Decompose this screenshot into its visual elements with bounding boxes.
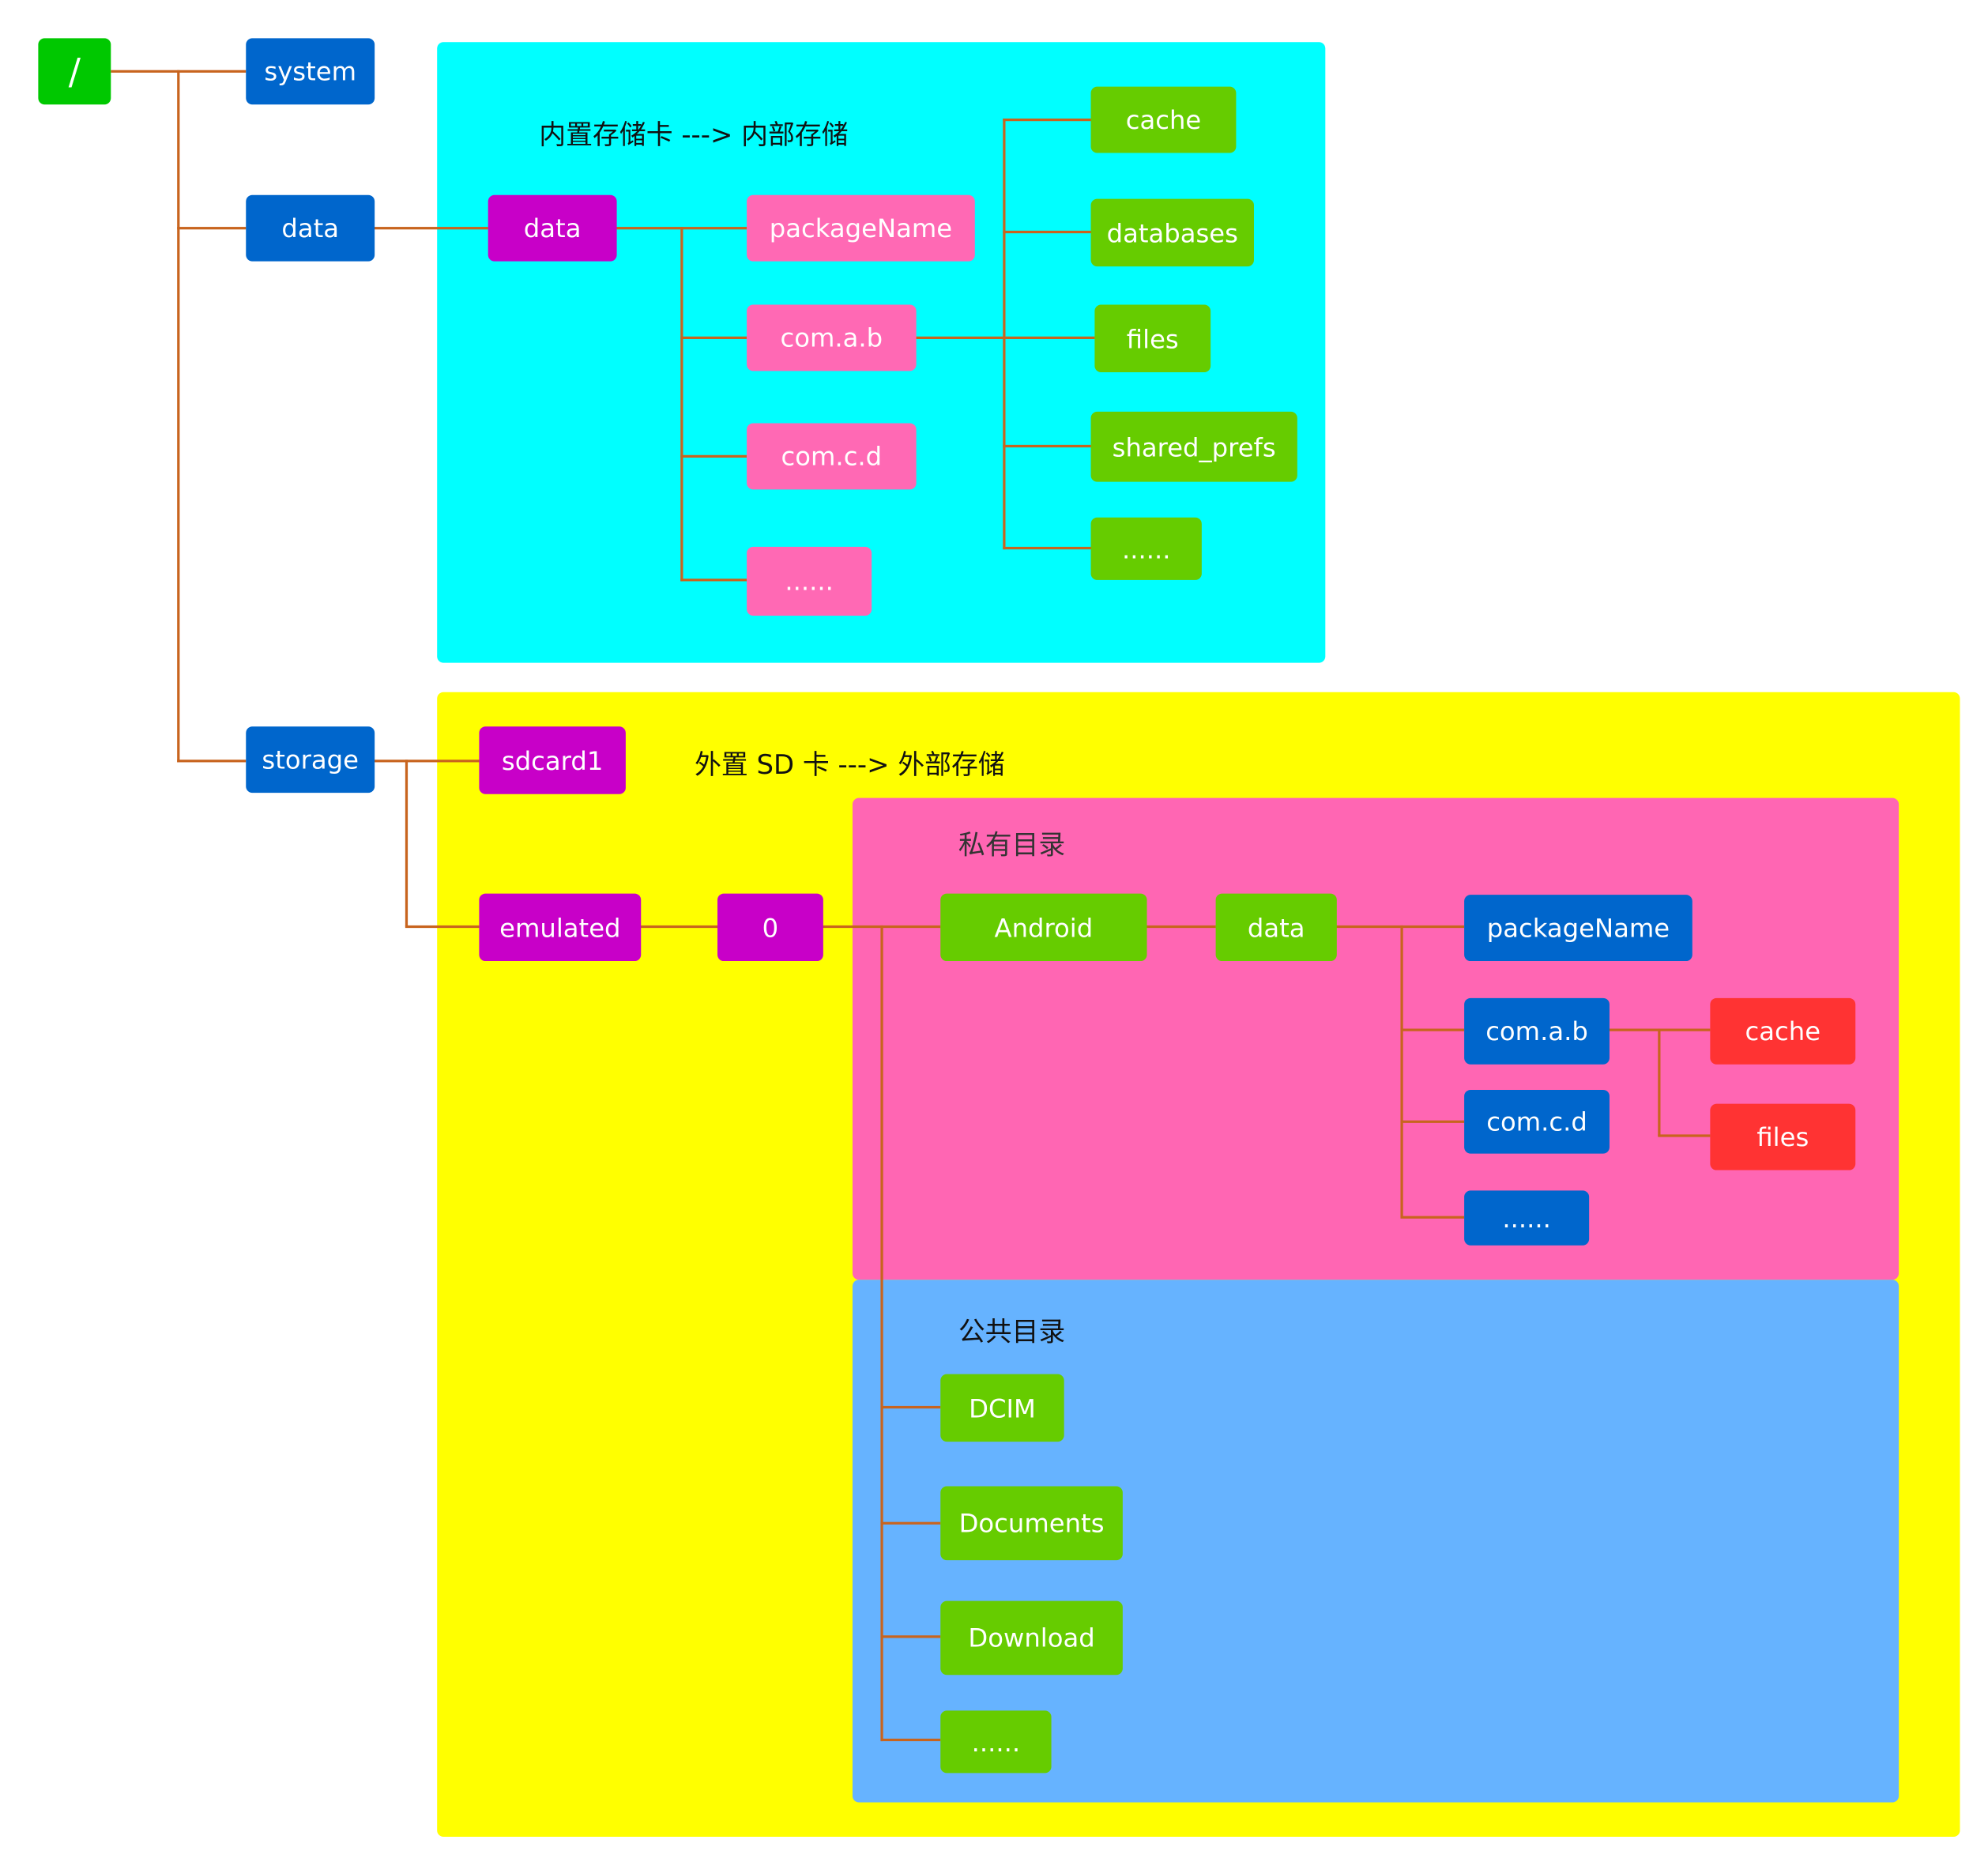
internal-package-node[interactable]: ...... xyxy=(747,546,872,616)
connector xyxy=(1003,546,1093,550)
emulated-node[interactable]: emulated xyxy=(479,893,642,962)
connector xyxy=(1003,230,1093,234)
connector xyxy=(373,227,488,230)
internal-storage-title: 内置存储卡 ---> 内部存储 xyxy=(539,119,849,151)
internal-appdir-node[interactable]: cache xyxy=(1090,86,1237,153)
sdcard1-node[interactable]: sdcard1 xyxy=(479,726,626,794)
connector xyxy=(680,579,747,582)
connector xyxy=(177,227,247,230)
internal-appdir-node[interactable]: ...... xyxy=(1090,517,1202,580)
connector xyxy=(1003,118,1006,550)
external-package-node[interactable]: com.a.b xyxy=(1464,997,1610,1065)
connector xyxy=(1400,1216,1465,1219)
connector xyxy=(680,227,683,582)
android-node[interactable]: Android xyxy=(940,893,1147,962)
connector xyxy=(373,760,480,763)
connector xyxy=(1145,925,1216,929)
external-cache-node[interactable]: cache xyxy=(1710,997,1856,1065)
connector xyxy=(177,70,180,763)
internal-appdir-node[interactable]: shared_prefs xyxy=(1090,411,1297,482)
external-package-node[interactable]: packageName xyxy=(1464,895,1692,962)
storage-node[interactable]: storage xyxy=(246,726,375,794)
connector xyxy=(405,925,480,929)
internal-data-node[interactable]: data xyxy=(488,194,617,262)
external-storage-title: 外置 SD 卡 ---> 外部存储 xyxy=(694,749,1005,781)
public-directory-title: 公共目录 xyxy=(958,1317,1066,1348)
public-dir-node[interactable]: Download xyxy=(940,1600,1123,1676)
connector xyxy=(680,336,747,340)
connector xyxy=(405,760,409,927)
public-dir-node[interactable]: DCIM xyxy=(940,1374,1064,1442)
internal-appdir-node[interactable]: files xyxy=(1094,304,1211,372)
internal-package-node[interactable]: packageName xyxy=(747,194,975,262)
connector xyxy=(880,1738,941,1742)
external-package-node[interactable]: ...... xyxy=(1464,1190,1590,1246)
connector xyxy=(680,454,747,458)
connector xyxy=(1400,1120,1465,1123)
external-data-node[interactable]: data xyxy=(1215,893,1337,962)
connector xyxy=(1003,444,1093,448)
internal-package-node[interactable]: com.c.d xyxy=(747,423,917,490)
public-dir-node[interactable]: Documents xyxy=(940,1486,1123,1561)
private-directory-title: 私有目录 xyxy=(958,829,1066,861)
connector xyxy=(1335,925,1465,929)
internal-appdir-node[interactable]: databases xyxy=(1090,198,1254,267)
connector xyxy=(1658,1028,1661,1137)
zero-node[interactable]: 0 xyxy=(717,893,823,962)
external-files-node[interactable]: files xyxy=(1710,1103,1856,1170)
connector xyxy=(639,925,718,929)
connector xyxy=(880,925,883,1742)
connector xyxy=(1658,1134,1711,1137)
connector xyxy=(880,1635,941,1638)
connector xyxy=(880,1521,941,1525)
system-node[interactable]: system xyxy=(246,38,375,105)
public-dir-node[interactable]: ...... xyxy=(940,1710,1052,1774)
connector xyxy=(1400,925,1403,1218)
external-package-node[interactable]: com.c.d xyxy=(1464,1089,1610,1154)
internal-package-node[interactable]: com.a.b xyxy=(747,304,917,371)
root-node[interactable]: / xyxy=(38,38,111,105)
connector xyxy=(880,1405,941,1409)
data-node[interactable]: data xyxy=(246,194,375,262)
connector xyxy=(1400,1028,1465,1031)
connector xyxy=(1003,118,1093,122)
connector xyxy=(177,760,247,763)
